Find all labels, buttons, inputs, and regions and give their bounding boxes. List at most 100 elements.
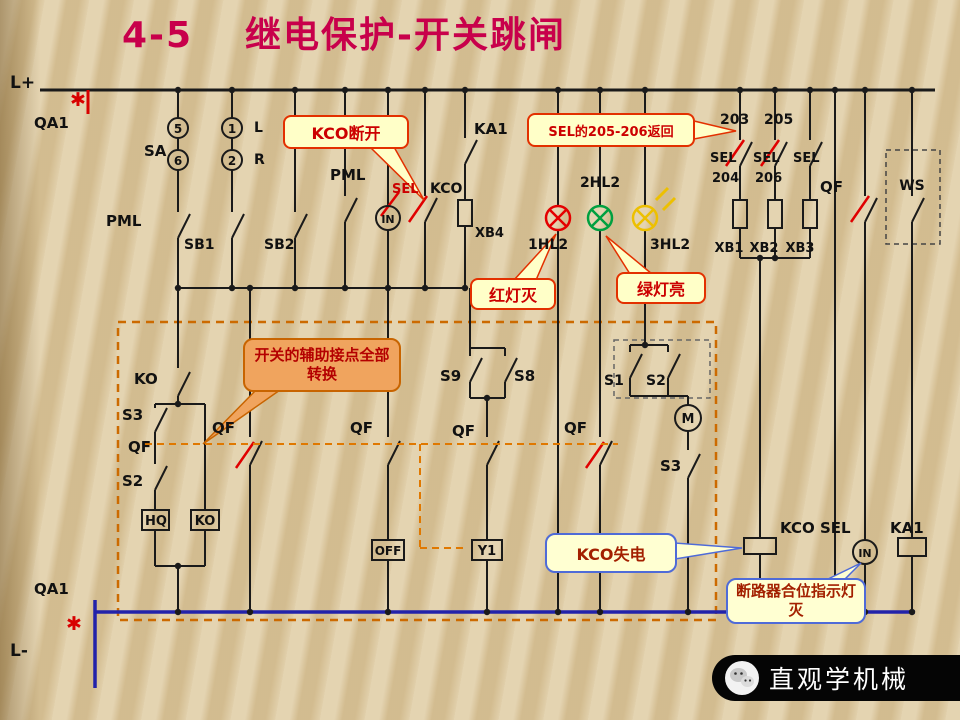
callout-green-lamp-on: 绿灯亮 <box>616 272 706 304</box>
205-label: 205 <box>764 112 793 128</box>
l-minus-label: L- <box>10 641 28 661</box>
off-box <box>371 539 405 561</box>
qa1-top-label: QA1 <box>34 114 69 132</box>
sa-5: 5 <box>174 122 182 136</box>
indicator-lamps <box>544 186 677 232</box>
sb1-label: SB1 <box>184 237 215 253</box>
qf2-label: QF <box>350 419 373 437</box>
callout-sel-return: SEL的205-206返回 <box>527 113 695 147</box>
qf1-label: QF <box>212 419 235 437</box>
xb1-label: XB1 <box>715 241 744 256</box>
ws-label: WS <box>899 178 925 194</box>
sel-204-label: SEL <box>710 151 737 166</box>
2hl2-label: 2HL2 <box>580 175 620 191</box>
sa-contact-5 <box>167 117 189 139</box>
sel-bottom-label: SEL <box>820 519 851 537</box>
sa-2: 2 <box>228 154 236 168</box>
xb4-box <box>457 199 473 227</box>
ko-contact-label: KO <box>134 370 158 388</box>
qf-linkage-dashed-line <box>145 443 618 549</box>
kco-top-label: KCO <box>430 181 462 197</box>
sel-top-label: SEL <box>392 182 419 197</box>
trip-slash-marks <box>234 139 871 469</box>
pml-left-label: PML <box>106 212 142 230</box>
204-label: 204 <box>712 171 739 186</box>
sel-3-label: SEL <box>793 151 820 166</box>
qf4-label: QF <box>564 419 587 437</box>
kco-bottom-label: KCO <box>780 519 815 537</box>
s2-right-label: S2 <box>646 373 666 389</box>
1hl2-label: 1HL2 <box>528 237 568 253</box>
ka1-top-label: KA1 <box>474 120 508 138</box>
hq-box <box>141 509 170 531</box>
callout-breaker-indicator-off: 断路器合位指示灯灭 <box>726 578 866 624</box>
ko-box <box>190 509 220 531</box>
r-label: R <box>254 152 265 168</box>
qf-left-label: QF <box>128 438 151 456</box>
kco-coil <box>743 537 777 555</box>
203-label: 203 <box>720 112 749 128</box>
sa-label: SA <box>144 142 167 160</box>
wires <box>154 90 913 612</box>
xb1-box <box>732 199 748 229</box>
in-top-label: IN <box>381 213 394 226</box>
wechat-icon <box>725 661 759 695</box>
sel-206-label: SEL <box>753 151 780 166</box>
ka1-coil <box>897 537 927 557</box>
s1-s2-dashed-box <box>613 339 711 399</box>
callout-kco-deenergized: KCO失电 <box>545 533 677 573</box>
in-lamp-top <box>375 205 401 231</box>
pml-mid-label: PML <box>330 166 366 184</box>
switch-circles <box>167 117 878 565</box>
terminal-boxes <box>141 199 927 561</box>
hq-label: HQ <box>145 514 167 529</box>
kco-loss-tail <box>674 542 743 560</box>
y1-box <box>471 539 503 561</box>
s8-label: S8 <box>514 367 535 385</box>
xb4-label: XB4 <box>475 226 504 241</box>
xb3-box <box>802 199 818 229</box>
s3-left-label: S3 <box>122 406 143 424</box>
sa-6: 6 <box>174 154 182 168</box>
title-text: 继电保护-开关跳闸 <box>245 15 566 56</box>
sa-contact-1 <box>221 117 243 139</box>
callout-kco-open: KCO断开 <box>283 115 409 149</box>
watermark-bar: 直观学机械 <box>712 655 960 701</box>
in-bottom-label: IN <box>858 547 871 560</box>
xb2-label: XB2 <box>750 241 779 256</box>
s9-label: S9 <box>440 367 461 385</box>
in-lamp-bottom <box>852 539 878 565</box>
off-label: OFF <box>375 544 402 558</box>
green-lamp-2hl2 <box>586 204 614 232</box>
sb2-label: SB2 <box>264 237 295 253</box>
qf-top-label: QF <box>820 178 843 196</box>
s2-left-label: S2 <box>122 472 143 490</box>
3hl2-label: 3HL2 <box>650 237 690 253</box>
xb2-box <box>767 199 783 229</box>
sa-1: 1 <box>228 122 236 136</box>
left-edge-shade <box>0 0 40 720</box>
title-number: 4-5 <box>122 15 194 56</box>
callout-aux-contacts: 开关的辅助接点全部转换 <box>243 338 401 392</box>
trip-mark-top: ✱ <box>70 89 86 111</box>
s3-right-label: S3 <box>660 457 681 475</box>
qa1-bottom-label: QA1 <box>34 580 69 598</box>
y1-label: Y1 <box>477 544 496 559</box>
yellow-lamp-3hl2 <box>631 186 677 232</box>
sa-contact-2 <box>221 149 243 171</box>
contact-slants <box>154 139 925 491</box>
s1-label: S1 <box>604 373 624 389</box>
motor-circle <box>674 404 702 432</box>
ko-box-label: KO <box>195 514 216 529</box>
slide-title: 4-5 继电保护-开关跳闸 <box>122 6 566 58</box>
m-label: M <box>682 412 695 427</box>
red-lamp-1hl2 <box>544 204 572 232</box>
watermark-brand: 直观学机械 <box>769 665 910 694</box>
l-plus-label: L+ <box>10 73 35 93</box>
206-label: 206 <box>755 171 782 186</box>
callout-red-lamp-off: 红灯灭 <box>470 278 556 310</box>
l-label: L <box>254 120 263 136</box>
trip-mark-bottom: ✱ <box>66 613 82 635</box>
sa-contact-6 <box>167 149 189 171</box>
